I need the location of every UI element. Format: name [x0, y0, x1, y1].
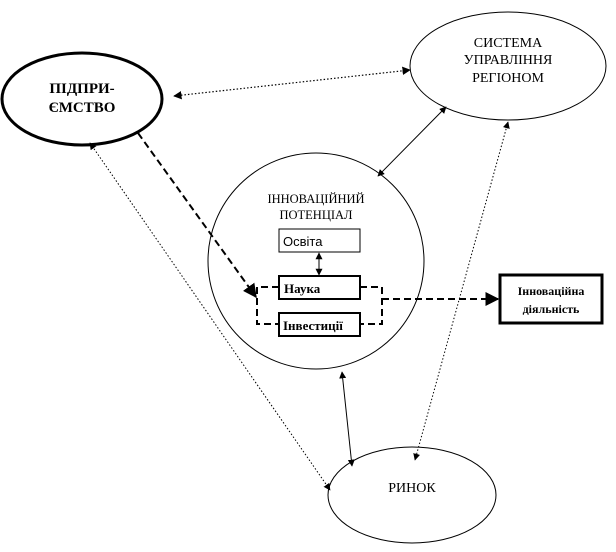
enterprise-label-line2: ЄМСТВО [49, 100, 116, 116]
science-label: Наука [284, 281, 321, 296]
innovation-activity-label-line1: Інноваційна [518, 284, 585, 298]
bracket-left [256, 286, 279, 325]
investments-label: Інвестиції [283, 318, 343, 333]
enterprise-label-line1: ПІДПРИ- [49, 81, 114, 97]
innovation-activity-label-line2: діяльність [523, 302, 580, 316]
potential-label-line1: ІННОВАЦІЙНИЙ [267, 192, 364, 206]
management-label-line3: РЕГІОНОМ [472, 71, 544, 86]
connector-management-potential [377, 106, 447, 177]
management-ellipse [409, 11, 607, 121]
connector-potential-market [339, 371, 355, 467]
management-label-line2: УПРАВЛІННЯ [464, 53, 553, 68]
potential-label-line2: ПОТЕНЦІАЛ [279, 208, 353, 222]
innovation-activity-box [498, 273, 604, 325]
connector-management-market [413, 121, 510, 461]
market-label: РИНОК [388, 481, 436, 496]
enterprise-ellipse [0, 51, 164, 147]
connector-enterprise-market [89, 142, 331, 491]
education-label: Освіта [283, 234, 323, 249]
bracket-right [360, 286, 383, 325]
market-ellipse [327, 446, 497, 544]
connector-enterprise-management [173, 66, 411, 100]
management-label-line1: СИСТЕМА [474, 36, 543, 51]
